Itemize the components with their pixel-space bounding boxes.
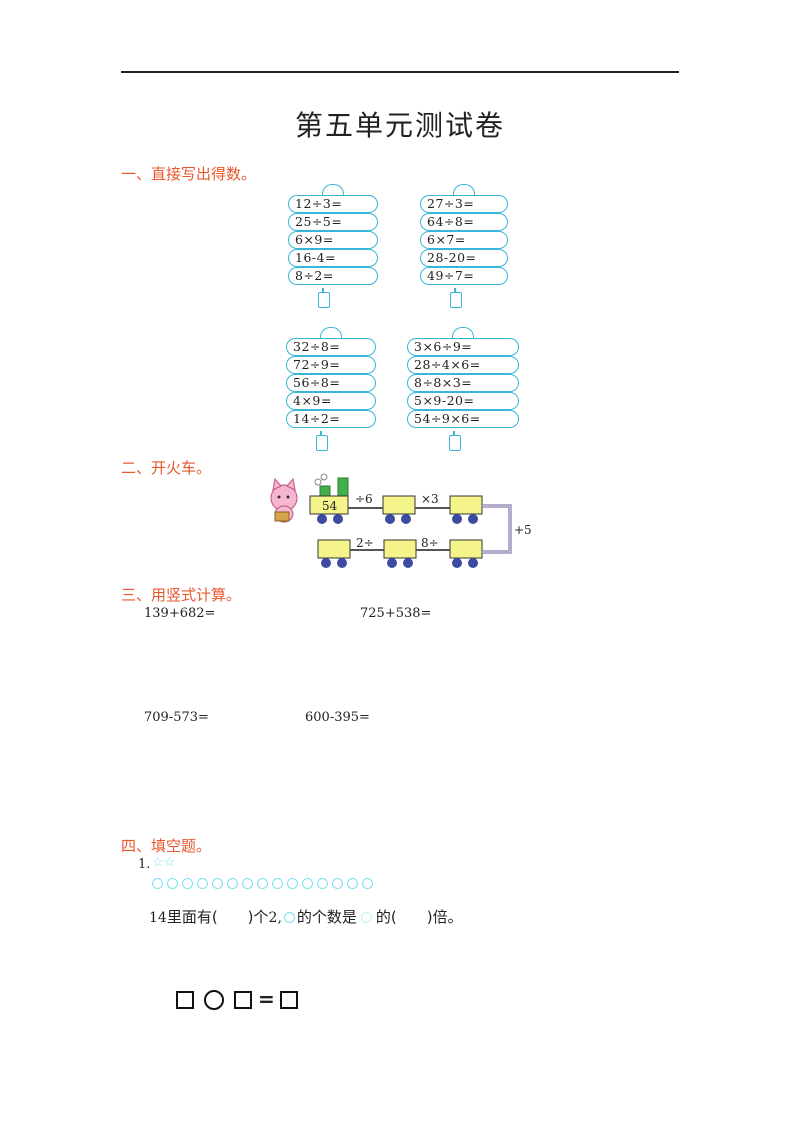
circle-icon xyxy=(227,878,238,889)
equation-row: 32÷8= xyxy=(286,338,376,356)
hanger-hook xyxy=(453,184,475,199)
circle-icon xyxy=(302,878,313,889)
equation-row: 25÷5= xyxy=(288,213,378,231)
equation-row: 3×6÷9= xyxy=(407,338,519,356)
vertical-problem-3: 709-573= xyxy=(144,710,209,725)
difficulty-stars: ☆☆ xyxy=(152,855,176,870)
circle-icon xyxy=(347,878,358,889)
equation-row: 12÷3= xyxy=(288,195,378,213)
circle-icon xyxy=(317,878,328,889)
equation-row: 4×9= xyxy=(286,392,376,410)
section-1-heading: 一、直接写出得数。 xyxy=(121,165,257,183)
equation-row: 27÷3= xyxy=(420,195,508,213)
equation-row: 28÷4×6= xyxy=(407,356,519,374)
cat-icon xyxy=(270,477,298,523)
circle-icon xyxy=(332,878,343,889)
train-car-5 xyxy=(383,539,417,559)
circle-icon xyxy=(242,878,253,889)
hanger-hook xyxy=(320,327,342,342)
circle-icon xyxy=(182,878,193,889)
equation-row: 6×9= xyxy=(288,231,378,249)
circle-icon xyxy=(197,878,208,889)
equation-row: 72÷9= xyxy=(286,356,376,374)
circle-icon xyxy=(167,878,178,889)
train-op-5: 2÷ xyxy=(356,536,374,550)
section-2-heading: 二、开火车。 xyxy=(121,459,212,477)
top-rule xyxy=(121,71,679,73)
engine-chimney xyxy=(337,477,349,497)
weight-icon xyxy=(318,288,330,308)
answer-box-3 xyxy=(280,991,298,1009)
train-car-6 xyxy=(317,539,351,559)
circle-row xyxy=(152,878,382,892)
equation-row: 16-4= xyxy=(288,249,378,267)
train-car-4 xyxy=(449,539,483,559)
train-op-1: ÷6 xyxy=(355,492,373,506)
equation-row: 56÷8= xyxy=(286,374,376,392)
circle-icon xyxy=(362,878,373,889)
section-4-heading: 四、填空题。 xyxy=(121,837,212,855)
circle-icon xyxy=(212,878,223,889)
vertical-problem-1: 139+682= xyxy=(144,606,216,621)
equation-row: 8÷2= xyxy=(288,267,378,285)
vertical-problem-2: 725+538= xyxy=(360,606,432,621)
hanger-hook xyxy=(452,327,474,342)
train-diagram: 54 ÷6 ×3 +5 8÷ 2÷ xyxy=(270,473,532,568)
answer-box-1 xyxy=(176,991,194,1009)
equation-row: 54÷9×6= xyxy=(407,410,519,428)
train-car-1 xyxy=(309,495,349,515)
question-1-text: 14里面有( )个2,的个数是的( )倍。 xyxy=(149,908,463,926)
small-circle-icon-faint xyxy=(360,912,372,923)
train-car-2 xyxy=(382,495,416,515)
weight-icon xyxy=(450,288,462,308)
question-1-number: 1. xyxy=(138,857,151,872)
section-3-heading: 三、用竖式计算。 xyxy=(121,586,242,604)
train-op-3: +5 xyxy=(514,523,532,537)
circle-icon xyxy=(152,878,163,889)
page-title: 第五单元测试卷 xyxy=(294,109,505,142)
train-op-2: ×3 xyxy=(421,492,439,506)
equation-row: 6×7= xyxy=(420,231,508,249)
small-circle-icon xyxy=(283,912,295,923)
train-start-value: 54 xyxy=(322,499,338,513)
equation-row: 14÷2= xyxy=(286,410,376,428)
circle-icon xyxy=(287,878,298,889)
vertical-problem-4: 600-395= xyxy=(305,710,370,725)
equals-sign: = xyxy=(258,987,275,1011)
circle-icon xyxy=(257,878,268,889)
operator-circle xyxy=(204,990,224,1010)
equation-row: 28-20= xyxy=(420,249,508,267)
hanger-hook xyxy=(322,184,344,199)
equation-row: 8÷8×3= xyxy=(407,374,519,392)
equation-row: 5×9-20= xyxy=(407,392,519,410)
train-op-4: 8÷ xyxy=(421,536,439,550)
equation-row: 49÷7= xyxy=(420,267,508,285)
equation-row: 64÷8= xyxy=(420,213,508,231)
weight-icon xyxy=(316,431,328,451)
train-car-3 xyxy=(449,495,483,515)
answer-box-2 xyxy=(234,991,252,1009)
circle-icon xyxy=(272,878,283,889)
weight-icon xyxy=(449,431,461,451)
